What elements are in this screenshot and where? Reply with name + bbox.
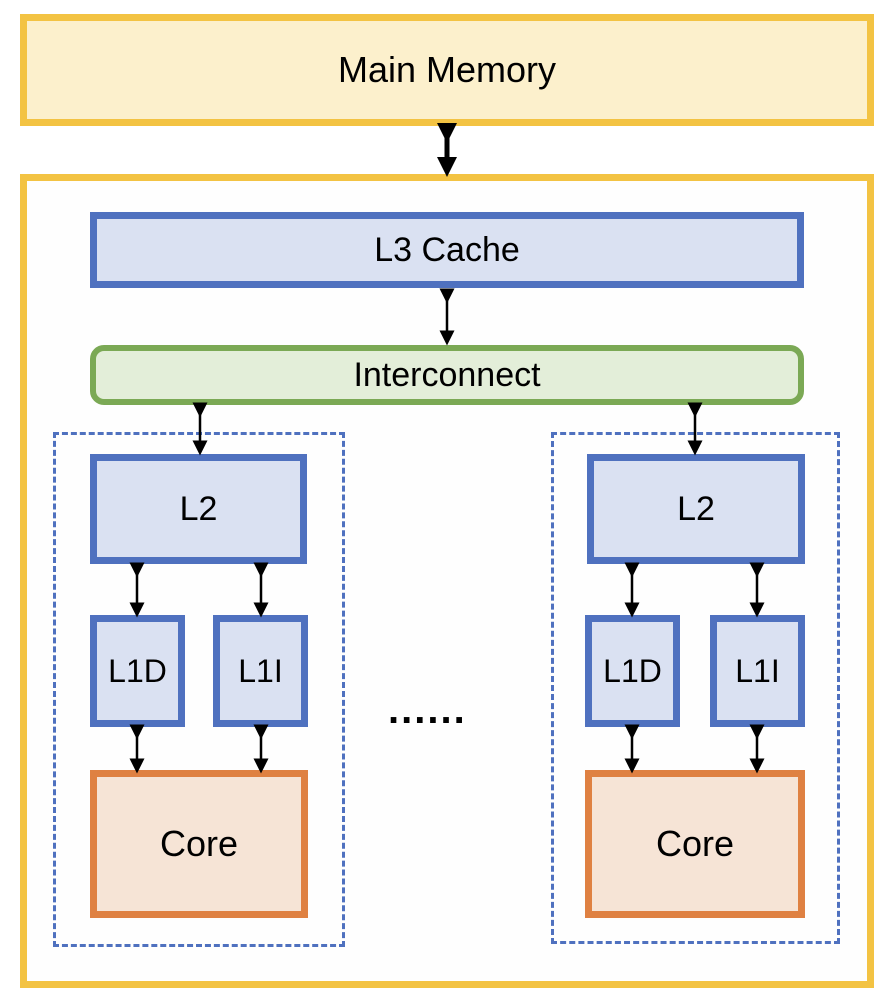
core-box-2: Core xyxy=(585,770,805,918)
l1i-label: L1I xyxy=(238,652,283,689)
ellipsis-more-cores: ...... xyxy=(388,688,467,732)
l2-cache-box-1: L2 xyxy=(90,454,307,564)
l1d-cache-box-2: L1D xyxy=(585,615,680,727)
l1i-cache-box-2: L1I xyxy=(710,615,805,727)
l1i-cache-box-1: L1I xyxy=(213,615,308,727)
l1d-label: L1D xyxy=(603,652,662,689)
l2-cache-box-2: L2 xyxy=(587,454,805,564)
main-memory-box: Main Memory xyxy=(20,14,874,126)
core-box-1: Core xyxy=(90,770,308,918)
l2-label: L2 xyxy=(677,489,715,528)
l1d-cache-box-1: L1D xyxy=(90,615,185,727)
l1i-label: L1I xyxy=(735,652,780,689)
main-memory-label: Main Memory xyxy=(337,49,557,90)
l1d-label: L1D xyxy=(108,652,167,689)
l3-cache-box: L3 Cache xyxy=(90,212,804,288)
interconnect-box: Interconnect xyxy=(90,345,804,405)
interconnect-label: Interconnect xyxy=(353,355,541,394)
l2-label: L2 xyxy=(179,489,218,528)
l3-cache-label: L3 Cache xyxy=(374,230,520,269)
core-label: Core xyxy=(655,823,735,864)
core-label: Core xyxy=(159,823,239,864)
